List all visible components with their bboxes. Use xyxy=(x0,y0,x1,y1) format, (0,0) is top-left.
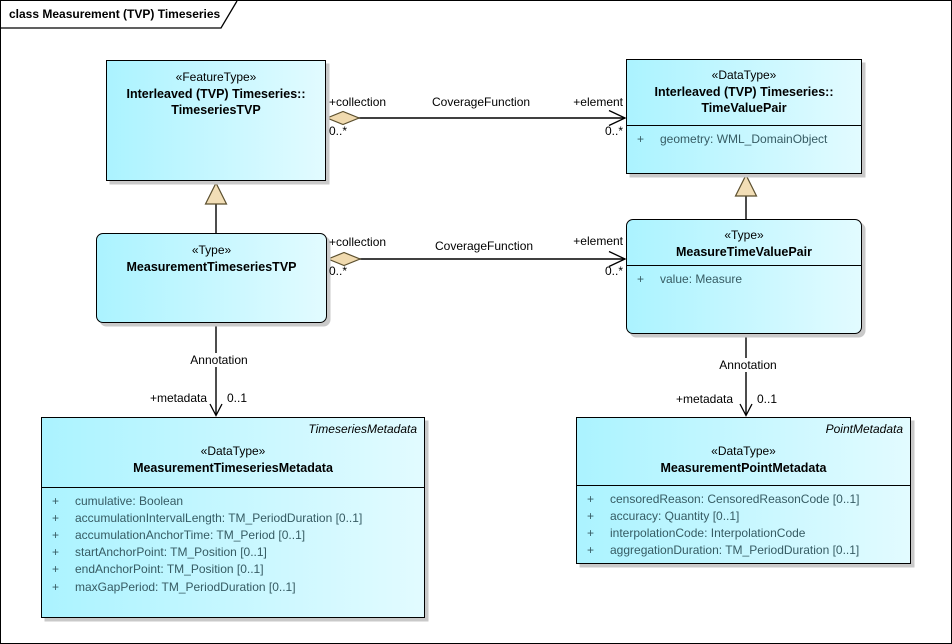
class-measurementpointmetadata[interactable]: PointMetadata «DataType» MeasurementPoin… xyxy=(576,417,911,564)
visibility-marker: + xyxy=(587,543,595,558)
attribute-text: cumulative: Boolean xyxy=(75,493,184,508)
attribute-row: + value: Measure xyxy=(637,271,853,288)
class-name: TimeseriesTVP xyxy=(171,103,261,117)
attribute-text: censoredReason: CensoredReasonCode [0..1… xyxy=(610,491,860,506)
visibility-marker: + xyxy=(637,271,645,286)
stereotype-label: «DataType» xyxy=(711,444,776,458)
role-label-element: +element xyxy=(573,234,623,248)
frame-tab-outline xyxy=(1,1,238,29)
visibility-marker: + xyxy=(52,493,60,508)
visibility-marker: + xyxy=(52,562,60,577)
attribute-row: + aggregationDuration: TM_PeriodDuration… xyxy=(587,542,902,559)
stereotype-label: «Type» xyxy=(724,228,764,242)
generalization-triangle-icon xyxy=(734,173,758,197)
attribute-row: + accuracy: Quantity [0..1] xyxy=(587,508,902,525)
attribute-row: + geometry: WML_DomainObject xyxy=(637,131,853,148)
visibility-marker: + xyxy=(52,510,60,525)
cardinality-label: 0..1 xyxy=(757,392,778,406)
class-name: MeasureTimeValuePair xyxy=(676,244,812,259)
open-arrowhead-icon xyxy=(209,403,223,417)
open-arrowhead-icon xyxy=(608,250,627,268)
attribute-row: + censoredReason: CensoredReasonCode [0.… xyxy=(587,491,902,508)
attribute-row: + accumulationAnchorTime: TM_Period [0..… xyxy=(52,527,416,544)
class-measurementtimeseriestvp[interactable]: «Type» MeasurementTimeseriesTVP xyxy=(96,233,327,323)
visibility-marker: + xyxy=(52,527,60,542)
visibility-marker: + xyxy=(52,579,60,594)
attribute-text: value: Measure xyxy=(660,271,743,286)
class-alias-tag: PointMetadata xyxy=(825,422,903,436)
visibility-marker: + xyxy=(637,131,645,146)
class-name: MeasurementTimeseriesMetadata xyxy=(133,460,333,475)
attribute-text: accumulationAnchorTime: TM_Period [0..1] xyxy=(75,527,306,542)
cardinality-label: 0..* xyxy=(604,264,623,278)
class-measuretimevaluepair[interactable]: «Type» MeasureTimeValuePair + value: Mea… xyxy=(626,219,862,334)
cardinality-label: 0..1 xyxy=(227,391,248,405)
class-qualifier: Interleaved (TVP) Timeseries:: xyxy=(126,86,306,101)
open-arrowhead-icon xyxy=(739,403,753,417)
attribute-row: + accumulationIntervalLength: TM_PeriodD… xyxy=(52,510,416,527)
visibility-marker: + xyxy=(587,508,595,523)
stereotype-label: «DataType» xyxy=(200,444,266,458)
class-alias-tag: TimeseriesMetadata xyxy=(308,422,417,436)
attribute-row: + endAnchorPoint: TM_Position [0..1] xyxy=(52,561,416,578)
association-name-coveragefunction: CoverageFunction xyxy=(435,239,534,253)
attribute-text: interpolationCode: InterpolationCode xyxy=(610,525,806,540)
annotation-link-name: Annotation xyxy=(184,353,254,367)
visibility-marker: + xyxy=(587,491,595,506)
class-measurementtimeseriesmetadata[interactable]: TimeseriesMetadata «DataType» Measuremen… xyxy=(41,417,425,618)
class-name: TimeValuePair xyxy=(701,101,787,115)
class-name: MeasurementTimeseriesTVP xyxy=(126,259,297,274)
cardinality-label: 0..* xyxy=(329,264,348,278)
attribute-row: + maxGapPeriod: TM_PeriodDuration [0..1] xyxy=(52,579,416,596)
attribute-text: accuracy: Quantity [0..1] xyxy=(610,508,740,523)
attribute-text: geometry: WML_DomainObject xyxy=(660,131,828,146)
role-label-metadata: +metadata xyxy=(149,391,207,405)
attribute-text: maxGapPeriod: TM_PeriodDuration [0..1] xyxy=(75,579,296,594)
stereotype-label: «FeatureType» xyxy=(175,70,257,84)
class-timeseriestvp[interactable]: «FeatureType» Interleaved (TVP) Timeseri… xyxy=(106,60,326,181)
stereotype-label: «DataType» xyxy=(711,68,777,82)
attribute-text: endAnchorPoint: TM_Position [0..1] xyxy=(75,562,264,577)
class-timevaluepair[interactable]: «DataType» Interleaved (TVP) Timeseries:… xyxy=(626,59,862,174)
role-label-collection: +collection xyxy=(329,235,387,249)
cardinality-label: 0..* xyxy=(329,124,348,138)
attribute-row: + cumulative: Boolean xyxy=(52,493,416,510)
class-name: MeasurementPointMetadata xyxy=(660,460,827,475)
attribute-text: accumulationIntervalLength: TM_PeriodDur… xyxy=(75,510,363,525)
class-qualifier: Interleaved (TVP) Timeseries:: xyxy=(654,84,834,99)
attribute-text: startAnchorPoint: TM_Position [0..1] xyxy=(75,545,267,560)
visibility-marker: + xyxy=(587,525,595,540)
aggregation-diamond-icon xyxy=(325,110,361,126)
visibility-marker: + xyxy=(52,545,60,560)
association-name-coveragefunction: CoverageFunction xyxy=(432,95,531,109)
attribute-text: aggregationDuration: TM_PeriodDuration [… xyxy=(610,543,860,558)
generalization-triangle-icon xyxy=(204,181,228,205)
role-label-element: +element xyxy=(573,95,623,109)
role-label-metadata: +metadata xyxy=(675,392,733,406)
annotation-link-name: Annotation xyxy=(713,358,783,372)
attribute-row: + startAnchorPoint: TM_Position [0..1] xyxy=(52,544,416,561)
stereotype-label: «Type» xyxy=(191,243,232,257)
aggregation-diamond-icon xyxy=(326,251,362,267)
diagram-frame-title: class Measurement (TVP) Timeseries xyxy=(9,7,221,21)
role-label-collection: +collection xyxy=(329,95,387,109)
attribute-row: + interpolationCode: InterpolationCode xyxy=(587,525,902,542)
cardinality-label: 0..* xyxy=(604,124,623,138)
open-arrowhead-icon xyxy=(608,109,627,127)
